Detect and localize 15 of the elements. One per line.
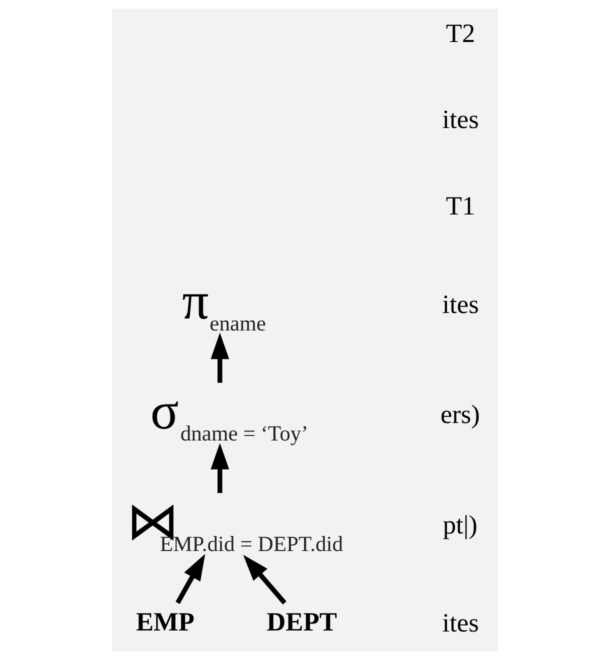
label: T2 (445, 18, 475, 48)
arrow (242, 554, 286, 604)
node-text: π$_{ename}$ (182, 272, 266, 336)
label: ites (442, 105, 478, 134)
node-text: ⋈EMP.did = DEPT.did (126, 492, 343, 556)
arrow (175, 554, 205, 604)
node-text: EMP (135, 607, 194, 636)
label: T1 (445, 191, 475, 220)
label: ers) (440, 400, 480, 430)
arrow (210, 332, 229, 383)
label: ites (442, 608, 478, 638)
node-text: DEPT (266, 607, 336, 636)
label: pt|) (442, 510, 477, 540)
label: ites (442, 290, 478, 319)
arrow (210, 442, 229, 494)
